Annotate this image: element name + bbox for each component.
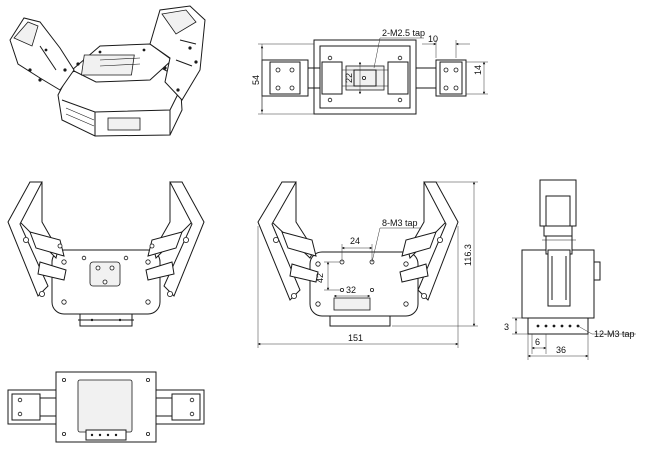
front-view-dimensioned: 24 42 32 151 116.3 8-M3 tap [257, 181, 478, 348]
bottom-view [7, 371, 205, 443]
dim-10: 10 [428, 34, 438, 44]
dim-36: 36 [556, 345, 566, 355]
bottom-left-finger [7, 389, 57, 425]
side-view: 3 6 36 12-M3 tap [504, 179, 636, 360]
dim-42: 42 [315, 273, 325, 283]
tap-callout-front: 8-M3 tap [382, 218, 418, 228]
front-view-isolated [7, 181, 205, 327]
dim-151: 151 [348, 333, 363, 343]
isometric-view [9, 5, 206, 137]
side-finger [547, 249, 571, 307]
tap-callout-side: 12-M3 tap [594, 329, 635, 339]
dim-32: 32 [346, 285, 356, 295]
bottom-right-finger [155, 389, 205, 425]
dim-3: 3 [504, 322, 509, 332]
top-view: 54 22 10 14 2-M2.5 tap [251, 28, 488, 115]
dim-6: 6 [535, 337, 540, 347]
dim-116-3: 116.3 [463, 244, 473, 266]
iso-label-plate [107, 117, 141, 131]
dim-14: 14 [473, 65, 483, 75]
top-right-finger [435, 59, 467, 97]
tap-callout-top: 2-M2.5 tap [382, 28, 425, 38]
top-left-finger [261, 59, 309, 97]
dim-22: 22 [344, 73, 354, 83]
dim-54: 54 [251, 75, 261, 85]
dim-24: 24 [350, 236, 360, 246]
